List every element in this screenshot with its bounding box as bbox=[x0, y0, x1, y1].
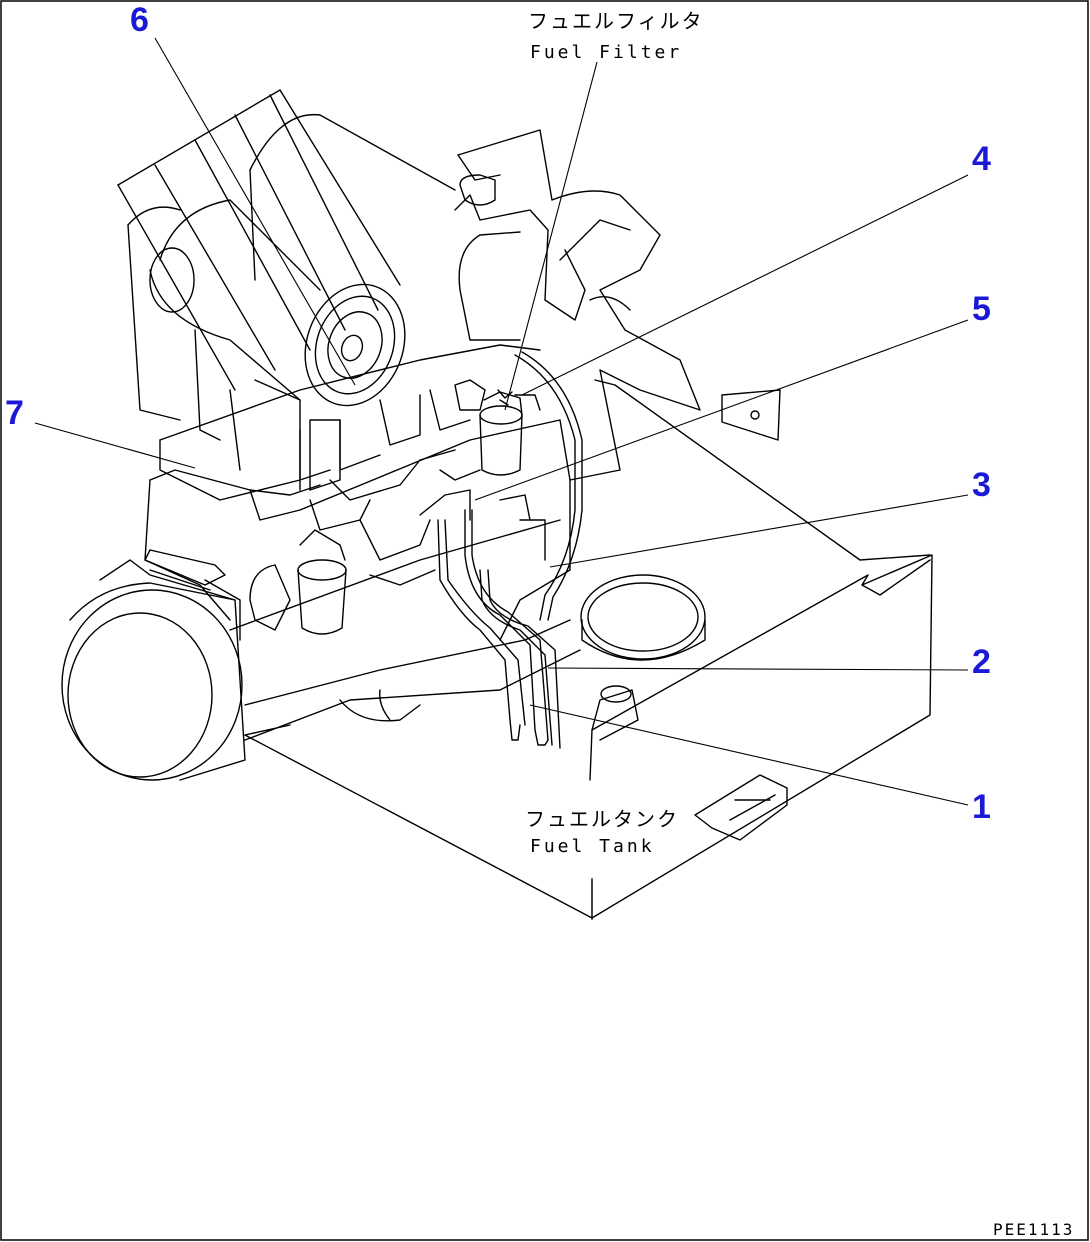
callout-6: 6 bbox=[130, 1, 149, 39]
fuel-tank-label-en: Fuel Tank bbox=[530, 836, 655, 857]
fuel-tank bbox=[244, 379, 933, 919]
callout-1: 1 bbox=[972, 788, 991, 826]
callout-2: 2 bbox=[972, 643, 991, 681]
drawing-code: PEE1113 bbox=[993, 1220, 1074, 1239]
fuel-filter bbox=[454, 379, 541, 476]
fuel-hoses bbox=[437, 351, 583, 749]
leader-fuel-filter bbox=[504, 61, 598, 411]
leader-lines bbox=[34, 37, 969, 920]
air-cleaner bbox=[117, 89, 456, 491]
fuel-filter-label-en: Fuel Filter bbox=[530, 42, 682, 63]
leader-1 bbox=[529, 704, 969, 806]
leader-7 bbox=[34, 422, 196, 469]
callout-4: 4 bbox=[972, 140, 991, 178]
leader-4 bbox=[521, 174, 969, 396]
callout-3: 3 bbox=[972, 466, 991, 504]
leader-2 bbox=[547, 667, 969, 671]
leader-5 bbox=[474, 319, 969, 501]
callout-7: 7 bbox=[5, 394, 24, 432]
fuel-tank-label-jp: フュエルタンク bbox=[525, 807, 679, 831]
fuel-filter-label-jp: フュエルフィルタ bbox=[528, 9, 704, 33]
leader-3 bbox=[549, 494, 969, 568]
fan-assembly bbox=[454, 129, 701, 481]
callout-5: 5 bbox=[972, 290, 991, 328]
engine bbox=[61, 344, 581, 781]
leader-6 bbox=[154, 37, 356, 386]
